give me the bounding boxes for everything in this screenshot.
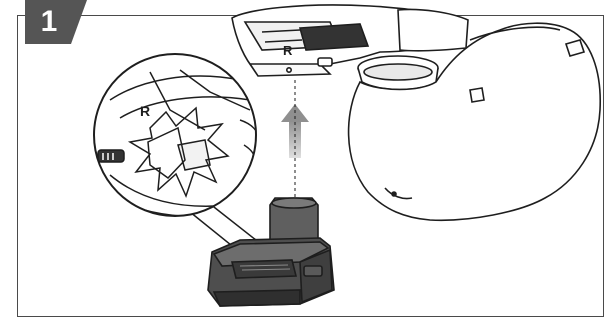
collection-bag (349, 23, 601, 220)
magnified-logo-letter: R (140, 103, 150, 119)
tool-logo-letter: R (283, 43, 293, 58)
bag-coupling (358, 56, 438, 90)
battery-pack (208, 198, 334, 306)
magnifier-detail: R (94, 54, 259, 216)
